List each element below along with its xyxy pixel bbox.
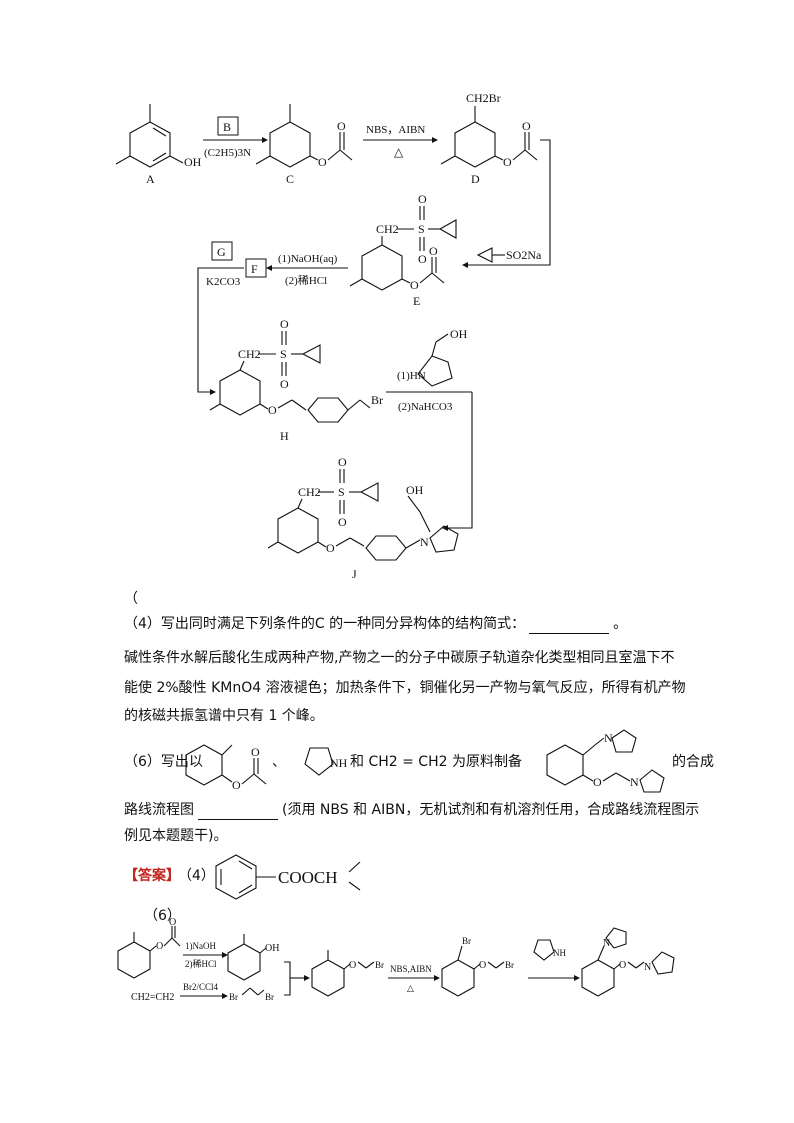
label-o: O bbox=[318, 155, 327, 169]
arrow-f-to-g: G K2CO3 bbox=[197, 241, 244, 395]
label-o-j-ether: O bbox=[326, 541, 335, 555]
question-6-prompt-c: 和 CH2 = CH2 为原料制备 bbox=[350, 754, 522, 770]
label-h: H bbox=[280, 429, 289, 443]
cond-nahco3: (2)NaHCO3 bbox=[398, 401, 453, 413]
molecule-a: OH A bbox=[115, 104, 202, 186]
box-f bbox=[245, 258, 267, 278]
cond-k2co3: K2CO3 bbox=[206, 276, 241, 288]
label-o-h-top: O bbox=[280, 317, 289, 331]
label-o-h-bottom: O bbox=[280, 377, 289, 391]
question-4-condition-line-1: 碱性条件水解后酸化生成两种产物,产物之一的分子中碳原子轨道杂化类型相同且室温下不 bbox=[124, 650, 675, 666]
question-6-answer-blank[interactable] bbox=[198, 805, 278, 820]
label-e: E bbox=[413, 294, 420, 308]
label-ch2-e: CH2 bbox=[376, 222, 399, 236]
arrow-c-to-d: NBS，AIBN △ bbox=[363, 124, 438, 159]
label-o-j-top: O bbox=[338, 455, 347, 469]
question-4-end: 。 bbox=[613, 616, 628, 632]
label-f: F bbox=[251, 262, 258, 276]
label-oh-j: OH bbox=[406, 483, 424, 497]
label-ch2br: CH2Br bbox=[466, 91, 501, 105]
molecule-e: CH2 S O O O O E bbox=[349, 192, 457, 308]
question-6-flow-label: 路线流程图 bbox=[124, 802, 194, 818]
label-o-e-carbonyl: O bbox=[429, 244, 438, 258]
box-b bbox=[217, 116, 239, 136]
label-g: G bbox=[217, 245, 226, 259]
question-6-prompt-b: 、 bbox=[272, 754, 286, 770]
label-oh: OH bbox=[184, 155, 202, 169]
label-j: J bbox=[352, 567, 357, 581]
question-4-condition-line-3: 的核磁共振氢谱中只有 1 个峰。 bbox=[124, 708, 324, 724]
molecule-j: CH2 S O O O N OH J bbox=[267, 455, 459, 581]
reagent-sulfinate: SO2Na bbox=[476, 247, 542, 263]
label-ch2-h: CH2 bbox=[238, 347, 261, 361]
label-s-j: S bbox=[338, 485, 345, 499]
cond-1hn: (1)HN bbox=[397, 370, 426, 382]
label-o-d-carbonyl: O bbox=[522, 119, 531, 133]
question-6-line-2: 路线流程图 (须用 NBS 和 AIBN，无机试剂和有机溶剂任用，合成路线流程图示 bbox=[124, 800, 699, 820]
question-6-note: (须用 NBS 和 AIBN，无机试剂和有机溶剂任用，合成路线流程图示 bbox=[282, 802, 700, 818]
arrow-a-to-c: B (C2H5)3N bbox=[203, 116, 268, 159]
question-4-answer-blank[interactable] bbox=[529, 619, 610, 634]
label-s-h: S bbox=[280, 347, 287, 361]
cond-heat: △ bbox=[394, 145, 404, 159]
box-g bbox=[211, 241, 233, 261]
cond-nbs: NBS，AIBN bbox=[366, 124, 425, 136]
label-o-h-ether: O bbox=[268, 403, 277, 417]
question-4-prompt: （4）写出同时满足下列条件的C 的一种同分异构体的结构简式： bbox=[124, 616, 526, 632]
arrow-h-to-j: OH (1)HN (2)NaHCO3 bbox=[386, 327, 473, 531]
molecule-c: O O C bbox=[255, 104, 353, 186]
question-6-line-3: 例见本题题干)。 bbox=[124, 828, 228, 844]
answer-6-number: （6） bbox=[144, 908, 181, 924]
label-o-j-bottom: O bbox=[338, 515, 347, 529]
label-o-s-top: O bbox=[418, 192, 427, 206]
label-c: C bbox=[286, 172, 294, 186]
label-o-s-bottom: O bbox=[418, 252, 427, 266]
cond-hcl: (2)稀HCl bbox=[285, 274, 327, 287]
label-o-d: O bbox=[503, 155, 512, 169]
question-4-condition-line-2: 能使 2%酸性 KMnO4 溶液褪色；加热条件下，铜催化另一产物与氧气反应，所得… bbox=[124, 680, 686, 696]
label-o-carbonyl: O bbox=[337, 119, 346, 133]
molecule-d: CH2Br O O D bbox=[440, 91, 538, 186]
label-ch2-j: CH2 bbox=[298, 485, 321, 499]
answer-label: 【答案】 bbox=[124, 868, 180, 884]
cond-naoh: (1)NaOH(aq) bbox=[278, 253, 338, 265]
label-so2na: SO2Na bbox=[506, 248, 542, 262]
arrow-e-to-f: (1)NaOH(aq) (2)稀HCl F bbox=[245, 253, 348, 287]
label-br-h: Br bbox=[371, 393, 383, 407]
question-6-prompt-a: （6）写出以 bbox=[124, 754, 203, 770]
connector-d-to-e bbox=[468, 139, 551, 266]
label-b: B bbox=[223, 120, 231, 134]
label-s-e: S bbox=[418, 222, 425, 236]
question-4-intro: （4）写出同时满足下列条件的C 的一种同分异构体的结构简式： 。 bbox=[124, 614, 627, 634]
molecule-h: CH2 S O O O Br H bbox=[209, 317, 383, 443]
label-oh-prolinol: OH bbox=[450, 327, 468, 341]
label-d: D bbox=[471, 172, 480, 186]
stray-paren: （ bbox=[124, 591, 138, 607]
label-o-e: O bbox=[410, 278, 419, 292]
answer-4-number: （4） bbox=[178, 868, 215, 884]
question-6-prompt-d: 的合成 bbox=[672, 754, 714, 770]
label-n-j: N bbox=[420, 535, 429, 549]
label-a: A bbox=[146, 172, 155, 186]
cond-triethylamine: (C2H5)3N bbox=[204, 147, 251, 159]
